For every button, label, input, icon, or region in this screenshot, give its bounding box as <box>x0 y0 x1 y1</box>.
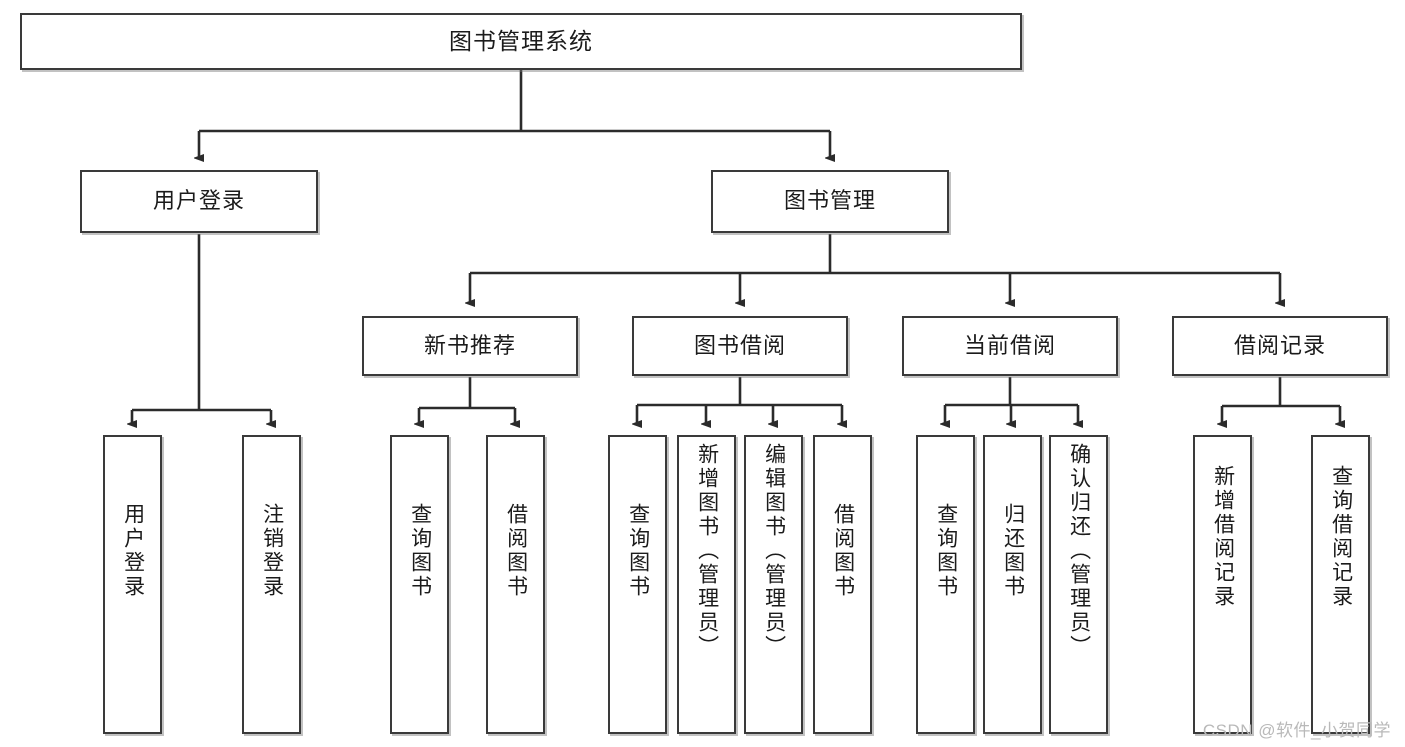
node-borrow-record[interactable]: 借阅记录 <box>1172 316 1388 376</box>
node-label-book-manage: 图书管理 <box>783 188 876 214</box>
leaf-confirm-return[interactable]: 确认归还（管理员） <box>1049 435 1108 734</box>
leaf-add-book[interactable]: 新增图书（管理员） <box>677 435 736 734</box>
leaf-query-book-3[interactable]: 查询图书 <box>916 435 975 734</box>
node-new-book-recommend[interactable]: 新书推荐 <box>362 316 578 376</box>
leaf-return-book[interactable]: 归还图书 <box>983 435 1042 734</box>
leaf-edit-book[interactable]: 编辑图书（管理员） <box>744 435 803 734</box>
leaf-label-edit-book: 编辑图书（管理员） <box>762 443 786 659</box>
leaf-query-book-1[interactable]: 查询图书 <box>390 435 449 734</box>
csdn-watermark: CSDN @软件_小贺同学 <box>1202 721 1391 740</box>
node-book-manage[interactable]: 图书管理 <box>711 170 949 233</box>
node-label-current-borrow: 当前借阅 <box>963 332 1056 358</box>
node-label-user-login: 用户登录 <box>152 188 245 214</box>
leaf-label-add-record: 新增借阅记录 <box>1211 465 1235 609</box>
node-user-login[interactable]: 用户登录 <box>80 170 318 233</box>
leaf-label-borrow-book-2: 借阅图书 <box>831 503 855 599</box>
leaf-borrow-book-2[interactable]: 借阅图书 <box>813 435 872 734</box>
node-label-book-borrow: 图书借阅 <box>693 332 786 358</box>
leaf-label-query-record: 查询借阅记录 <box>1329 465 1353 609</box>
leaf-query-record[interactable]: 查询借阅记录 <box>1311 435 1370 734</box>
leaf-label-borrow-book-1: 借阅图书 <box>504 503 528 599</box>
node-book-borrow[interactable]: 图书借阅 <box>632 316 848 376</box>
leaf-label-confirm-return: 确认归还（管理员） <box>1067 443 1091 659</box>
leaf-add-record[interactable]: 新增借阅记录 <box>1193 435 1252 734</box>
node-label-new-book-recommend: 新书推荐 <box>423 332 516 358</box>
node-root-system[interactable]: 图书管理系统 <box>20 13 1022 70</box>
leaf-user-login[interactable]: 用户登录 <box>103 435 162 734</box>
leaf-label-add-book: 新增图书（管理员） <box>695 443 719 659</box>
leaf-query-book-2[interactable]: 查询图书 <box>608 435 667 734</box>
leaf-borrow-book-1[interactable]: 借阅图书 <box>486 435 545 734</box>
leaf-label-logout: 注销登录 <box>260 503 284 599</box>
node-label-borrow-record: 借阅记录 <box>1233 332 1326 358</box>
leaf-label-query-book-1: 查询图书 <box>408 503 432 599</box>
leaf-logout[interactable]: 注销登录 <box>242 435 301 734</box>
leaf-label-query-book-2: 查询图书 <box>626 503 650 599</box>
node-label-root: 图书管理系统 <box>449 27 593 54</box>
leaf-label-query-book-3: 查询图书 <box>934 503 958 599</box>
leaf-label-user-login: 用户登录 <box>121 503 145 599</box>
node-current-borrow[interactable]: 当前借阅 <box>902 316 1118 376</box>
leaf-label-return-book: 归还图书 <box>1001 503 1025 599</box>
